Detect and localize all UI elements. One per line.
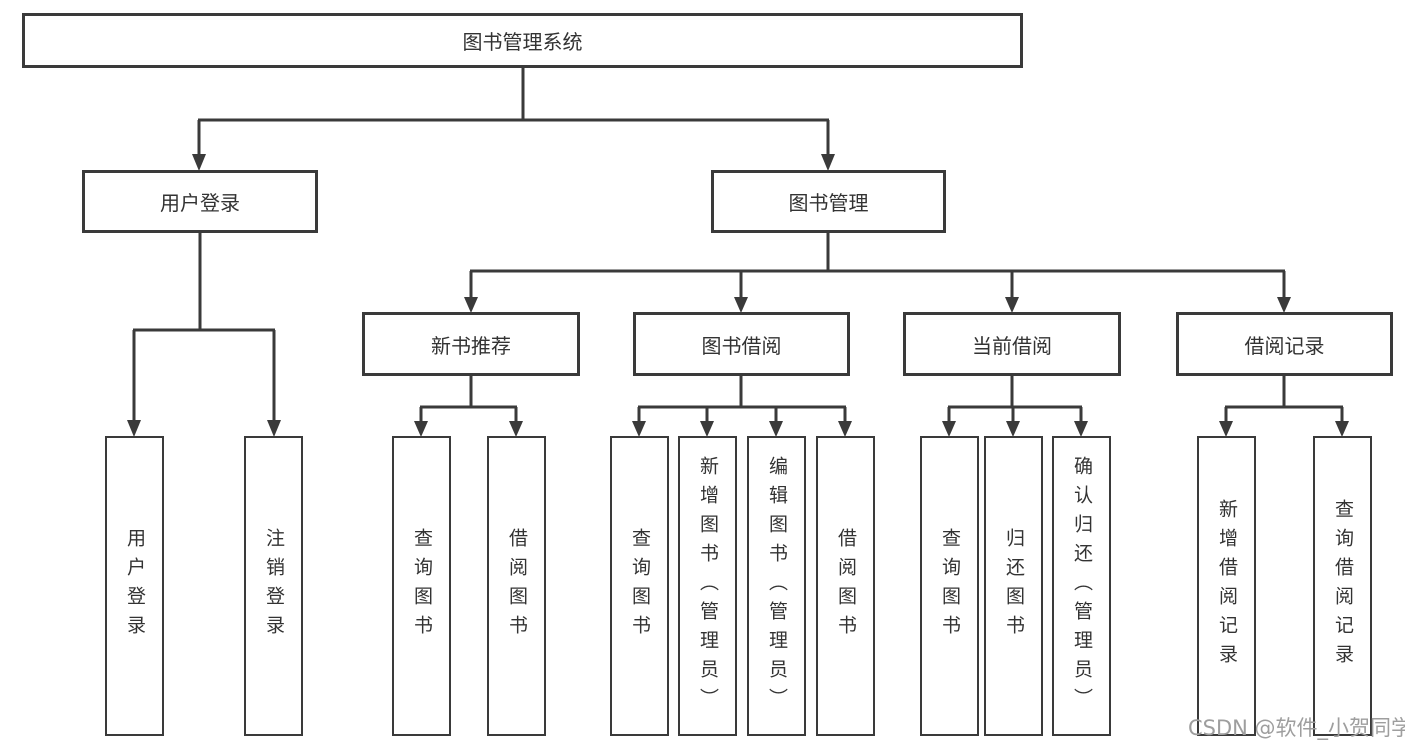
leaf-query-books-current-label: 查询图书 <box>939 528 961 644</box>
connector-root-to-level2 <box>192 68 835 171</box>
leaf-user-login: 用户登录 <box>105 436 164 736</box>
leaf-add-borrow-record: 新增借阅记录 <box>1197 436 1256 736</box>
leaf-query-books-borrowing: 查询图书 <box>610 436 669 736</box>
leaf-user-login-label: 用户登录 <box>124 528 146 644</box>
node-book-borrowing-label: 图书借阅 <box>701 333 782 358</box>
connector-borrow-children <box>632 376 852 437</box>
connector-records-children <box>1219 376 1349 437</box>
leaf-return-books: 归还图书 <box>984 436 1043 736</box>
node-book-management-label: 图书管理 <box>788 191 869 215</box>
leaf-confirm-return-admin-label: 确认归还（管理员） <box>1071 455 1093 717</box>
leaf-borrow-books-recommend-label: 借阅图书 <box>506 528 528 644</box>
node-user-login: 用户登录 <box>82 170 318 233</box>
node-book-management: 图书管理 <box>711 170 946 233</box>
node-current-borrowing: 当前借阅 <box>903 312 1121 376</box>
node-root-label: 图书管理系统 <box>462 30 583 54</box>
leaf-borrow-books-label: 借阅图书 <box>835 528 857 644</box>
connector-recommend-children <box>414 376 523 437</box>
node-new-book-recommend-label: 新书推荐 <box>431 333 511 358</box>
node-book-borrowing: 图书借阅 <box>633 312 850 376</box>
connector-book-mgmt-to-level3 <box>464 233 1291 313</box>
node-user-login-label: 用户登录 <box>160 191 240 215</box>
leaf-logout-label: 注销登录 <box>263 528 285 644</box>
leaf-confirm-return-admin: 确认归还（管理员） <box>1052 436 1111 736</box>
connector-current-children <box>942 376 1088 437</box>
leaf-return-books-label: 归还图书 <box>1003 528 1025 644</box>
leaf-query-books-recommend-label: 查询图书 <box>411 528 433 644</box>
node-new-book-recommend: 新书推荐 <box>362 312 580 376</box>
leaf-edit-books-admin: 编辑图书（管理员） <box>747 436 806 736</box>
leaf-add-borrow-record-label: 新增借阅记录 <box>1216 499 1238 673</box>
leaf-logout: 注销登录 <box>244 436 303 736</box>
connector-user-login-children <box>127 233 281 437</box>
node-borrowing-records: 借阅记录 <box>1176 312 1393 376</box>
leaf-add-books-admin-label: 新增图书（管理员） <box>697 455 719 717</box>
leaf-query-books-current: 查询图书 <box>920 436 979 736</box>
node-current-borrowing-label: 当前借阅 <box>972 333 1052 358</box>
node-root: 图书管理系统 <box>22 13 1023 68</box>
leaf-edit-books-admin-label: 编辑图书（管理员） <box>766 455 788 717</box>
leaf-query-borrow-record: 查询借阅记录 <box>1313 436 1372 736</box>
csdn-watermark: CSDN @软件_小贺同学 <box>1188 716 1405 740</box>
node-borrowing-records-label: 借阅记录 <box>1244 333 1325 358</box>
leaf-query-books-recommend: 查询图书 <box>392 436 451 736</box>
leaf-query-books-borrowing-label: 查询图书 <box>629 528 651 644</box>
leaf-query-borrow-record-label: 查询借阅记录 <box>1332 499 1354 673</box>
leaf-borrow-books-recommend: 借阅图书 <box>487 436 546 736</box>
leaf-borrow-books: 借阅图书 <box>816 436 875 736</box>
leaf-add-books-admin: 新增图书（管理员） <box>678 436 737 736</box>
